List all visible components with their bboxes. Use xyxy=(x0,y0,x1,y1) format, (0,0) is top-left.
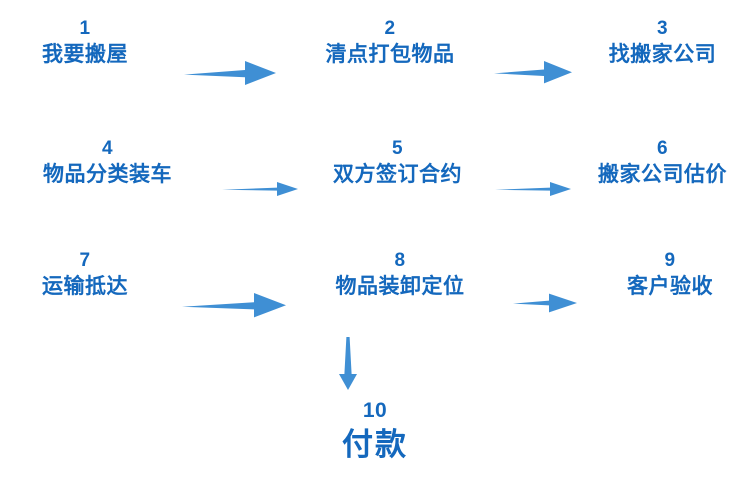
flow-step-2[interactable]: 2 清点打包物品 xyxy=(290,18,490,70)
arrow-down-icon xyxy=(333,336,363,397)
step-number: 6 xyxy=(656,138,669,159)
flow-row-2: 4 物品分类装车 5 双方签订合约 6 搬家公司估价 xyxy=(0,138,750,200)
flow-step-1[interactable]: 1 我要搬屋 xyxy=(0,18,170,70)
step-label: 双方签订合约 xyxy=(333,163,462,186)
flow-step-10[interactable]: 10 付款 xyxy=(0,398,750,466)
flow-row-3: 7 运输抵达 8 物品装卸定位 9 客户验收 xyxy=(0,250,750,320)
step-number: 5 xyxy=(391,138,404,159)
flow-step-5[interactable]: 5 双方签订合约 xyxy=(305,138,490,190)
flow-step-6[interactable]: 6 搬家公司估价 xyxy=(575,138,750,190)
step-number: 7 xyxy=(79,250,91,271)
step-number: 2 xyxy=(384,18,396,39)
step-label: 找搬家公司 xyxy=(608,43,717,66)
step-number: 4 xyxy=(101,138,114,159)
step-number: 10 xyxy=(362,399,388,422)
step-label: 清点打包物品 xyxy=(325,43,455,66)
step-label: 物品装卸定位 xyxy=(335,275,465,298)
step-label: 我要搬屋 xyxy=(42,43,128,66)
flow-row-1: 1 我要搬屋 2 清点打包物品 3 找搬家公司 xyxy=(0,18,750,88)
step-label: 运输抵达 xyxy=(42,275,128,298)
arrow-right-icon-1 xyxy=(170,18,290,88)
step-number: 3 xyxy=(656,18,669,39)
arrow-right-icon-6 xyxy=(500,250,590,316)
flow-step-7[interactable]: 7 运输抵达 xyxy=(0,250,170,302)
step-number: 1 xyxy=(79,18,91,39)
arrow-right-icon-5 xyxy=(170,250,300,320)
step-label: 付款 xyxy=(342,427,408,462)
step-label: 搬家公司估价 xyxy=(598,163,727,186)
flow-step-9[interactable]: 9 客户验收 xyxy=(590,250,750,302)
arrow-right-icon-3 xyxy=(215,138,305,200)
flow-step-3[interactable]: 3 找搬家公司 xyxy=(575,18,750,70)
flow-step-4[interactable]: 4 物品分类装车 xyxy=(0,138,215,190)
arrow-right-icon-2 xyxy=(490,18,575,86)
flow-step-8[interactable]: 8 物品装卸定位 xyxy=(300,250,500,302)
step-number: 8 xyxy=(394,250,406,271)
step-label: 物品分类装车 xyxy=(43,163,172,186)
step-label: 客户验收 xyxy=(627,275,713,298)
arrow-right-icon-4 xyxy=(490,138,575,200)
step-number: 9 xyxy=(664,250,676,271)
